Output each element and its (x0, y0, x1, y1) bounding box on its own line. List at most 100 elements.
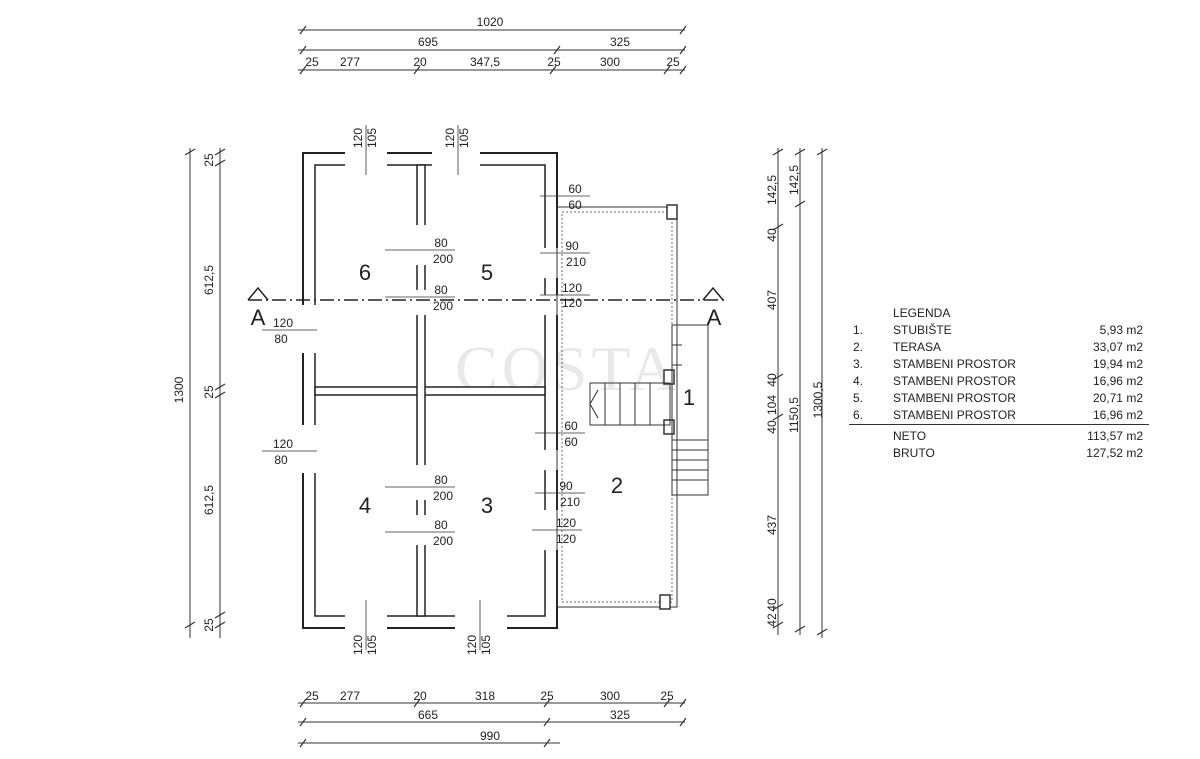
door-label: 200 (433, 489, 453, 503)
legend-total-label: BRUTO (893, 445, 935, 460)
dimension-label: 25 (305, 55, 319, 69)
legend-title: LEGENDA (893, 305, 951, 320)
legend-item-number: 6. (853, 407, 864, 422)
door-label: 200 (433, 534, 453, 548)
dimension-label: 25 (666, 55, 680, 69)
door-label: 80 (434, 283, 448, 297)
window-label: 60 (568, 198, 582, 212)
dimension-label: 20 (413, 55, 427, 69)
window-label: 105 (479, 635, 493, 655)
legend-item-area: 16,96 m2 (1092, 407, 1143, 422)
room-number-5: 5 (481, 260, 493, 285)
dimension-label: 25 (305, 689, 319, 703)
legend-item: 4. STAMBENI PROSTOR 16,96 m2 (853, 372, 1143, 389)
dimension-label: 1020 (477, 15, 504, 29)
legend-total: NETO 113,57 m2 (853, 427, 1143, 444)
section-marker-a: A (251, 305, 266, 330)
staircase (589, 324, 709, 496)
dimension-label: 277 (340, 689, 360, 703)
window-label: 105 (365, 635, 379, 655)
legend-total-label: NETO (893, 428, 927, 443)
legend-item-number: 3. (853, 356, 864, 371)
dimension-label: 42 (765, 613, 779, 627)
window-label: 120 (443, 128, 457, 148)
window-label: 120 (351, 635, 365, 655)
dimension-label: 300 (600, 689, 620, 703)
dimension-label: 665 (418, 708, 438, 722)
dimension-label: 25 (202, 385, 216, 399)
walls (301, 151, 559, 630)
door-label: 200 (433, 252, 453, 266)
window-label: 80 (274, 332, 288, 346)
dimension-label: 20 (413, 689, 427, 703)
dimension-label: 437 (765, 515, 779, 535)
dimension-label: 318 (475, 689, 495, 703)
dimension-label: 25 (202, 618, 216, 632)
door-label: 80 (434, 236, 448, 250)
dimension-label: 142,5 (787, 165, 801, 195)
legend-item-area: 33,07 m2 (1092, 339, 1143, 354)
legend-item-label: STAMBENI PROSTOR (893, 373, 1016, 388)
legend-item-number: 4. (853, 373, 864, 388)
window-label: 120 (556, 516, 576, 530)
legend-item-number: 5. (853, 390, 864, 405)
window-label: 90 (565, 239, 579, 253)
room-number-4: 4 (359, 493, 371, 518)
door-label: 80 (434, 473, 448, 487)
window-label: 60 (564, 435, 578, 449)
window-label: 105 (457, 128, 471, 148)
section-line (247, 286, 728, 301)
legend-item-area: 19,94 m2 (1092, 356, 1143, 371)
window-label: 120 (556, 532, 576, 546)
room-number-3: 3 (481, 493, 493, 518)
legend-item-area: 20,71 m2 (1092, 390, 1143, 405)
dimension-label: 40 (765, 228, 779, 242)
dimension-ticks (184, 25, 828, 748)
dimension-label: 695 (418, 35, 438, 49)
dimension-label: 277 (340, 55, 360, 69)
legend-item-area: 5,93 m2 (1099, 322, 1143, 337)
dimension-label: 990 (480, 729, 500, 743)
dimension-label: 40 (765, 598, 779, 612)
dimension-label: 142,5 (765, 175, 779, 205)
legend-total-area: 113,57 m2 (1087, 428, 1143, 443)
dimension-label: 347,5 (470, 55, 500, 69)
dimension-label: 1300,5 (811, 381, 825, 418)
dimension-label: 25 (202, 153, 216, 167)
opening-leader-lines (262, 125, 590, 650)
dimension-lines (189, 29, 823, 744)
window-label: 120 (562, 281, 582, 295)
wall-openings (301, 151, 559, 630)
dimension-label: 25 (660, 689, 674, 703)
window-label: 120 (273, 437, 293, 451)
legend-item-number: 1. (853, 322, 864, 337)
dimension-label: 104 (765, 395, 779, 415)
dimension-label: 1150,5 (787, 397, 801, 433)
dimension-label: 325 (610, 708, 630, 722)
section-marker-a: A (707, 305, 722, 330)
door-label: 80 (434, 518, 448, 532)
window-label: 80 (274, 453, 288, 467)
window-label: 60 (568, 182, 582, 196)
window-label: 60 (564, 419, 578, 433)
dimension-label: 612,5 (202, 265, 216, 295)
dimension-label: 612,5 (202, 485, 216, 515)
legend-divider (849, 424, 1149, 425)
legend-item: 3. STAMBENI PROSTOR 19,94 m2 (853, 355, 1143, 372)
room-number-6: 6 (359, 260, 371, 285)
window-label: 120 (465, 635, 479, 655)
legend-item-label: STAMBENI PROSTOR (893, 356, 1016, 371)
window-label: 120 (351, 128, 365, 148)
door-label: 200 (433, 299, 453, 313)
dimension-label: 25 (547, 55, 561, 69)
dimension-label: 25 (540, 689, 554, 703)
legend-item-area: 16,96 m2 (1092, 373, 1143, 388)
